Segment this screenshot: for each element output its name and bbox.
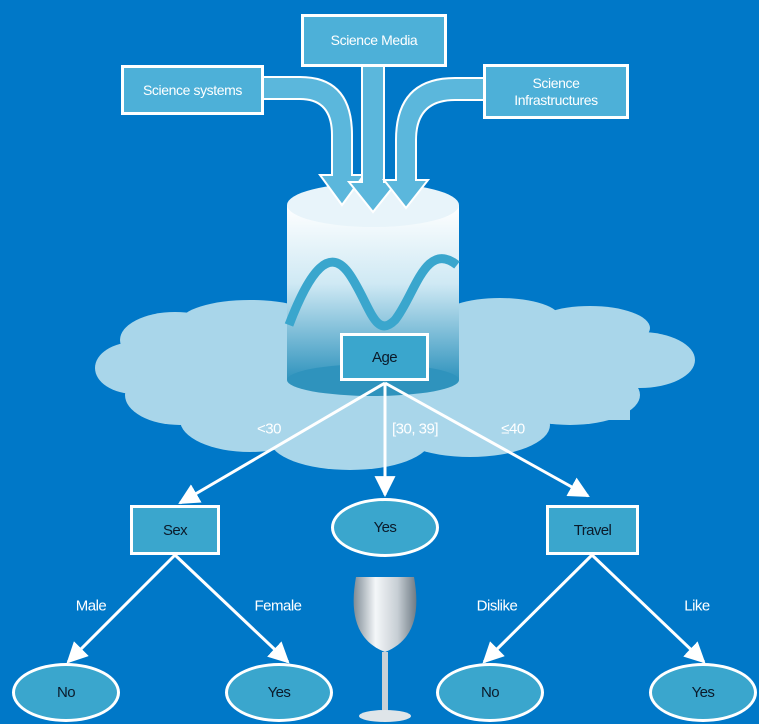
- yes-leaf-like: Yes: [649, 663, 757, 722]
- science-infrastructures-label-line1: Science: [532, 74, 580, 91]
- branch-lines: [66, 381, 706, 664]
- science-systems-box: Science systems: [121, 65, 264, 115]
- wine-glass-icon: [353, 577, 417, 722]
- sex-label: Sex: [162, 521, 188, 539]
- branch-label-male: Male: [75, 597, 107, 615]
- age-node: Age: [340, 333, 429, 381]
- no-dislike-label: No: [481, 684, 500, 701]
- branch-label-under-30: <30: [257, 420, 281, 438]
- travel-label: Travel: [573, 521, 612, 539]
- no-leaf-dislike: No: [436, 663, 544, 722]
- science-infrastructures-label-line2: Infrastructures: [514, 91, 598, 108]
- no-leaf-male: No: [12, 663, 120, 722]
- branch-label-like: Like: [684, 597, 710, 615]
- science-media-box: Science Media: [301, 14, 447, 67]
- yes-like-label: Yes: [691, 684, 715, 701]
- input-arrows: [261, 64, 488, 214]
- branch-label-le-40: ≤40: [501, 420, 525, 438]
- science-media-label: Science Media: [330, 32, 418, 48]
- age-label: Age: [372, 348, 397, 366]
- science-systems-label: Science systems: [142, 81, 243, 98]
- data-cloud-icon: [95, 298, 695, 470]
- branch-label-female: Female: [254, 597, 302, 615]
- science-infrastructures-box: Science Infrastructures: [483, 64, 629, 119]
- sex-node: Sex: [130, 505, 220, 555]
- branch-label-30-39: [30, 39]: [391, 420, 439, 438]
- yes-leaf-female: Yes: [225, 663, 333, 722]
- yes-leaf-middle: Yes: [331, 498, 439, 557]
- yes-female-label: Yes: [267, 684, 291, 701]
- branch-label-dislike: Dislike: [476, 597, 518, 615]
- no-male-label: No: [57, 684, 76, 701]
- yes-middle-label: Yes: [373, 519, 397, 536]
- travel-node: Travel: [546, 505, 639, 555]
